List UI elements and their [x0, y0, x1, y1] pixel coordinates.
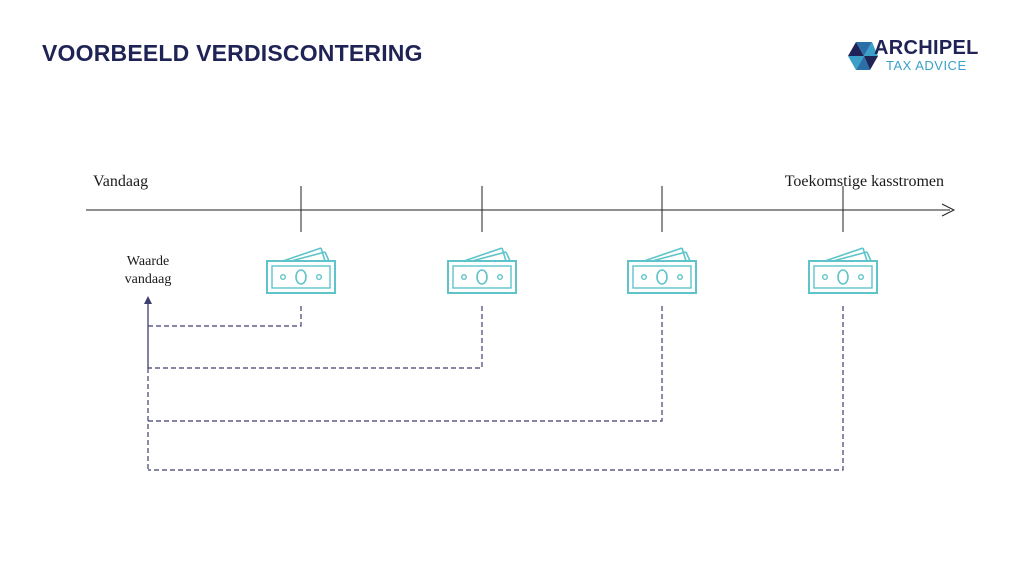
discount-path-1 [148, 306, 302, 327]
archipel-logo: ARCHIPEL TAX ADVICE [846, 36, 996, 80]
banknote-icon [266, 247, 336, 294]
banknote-icon [808, 247, 878, 294]
label-future-cash-flows: Toekomstige kasstromen [785, 173, 944, 190]
archipel-triangle-icon [848, 42, 878, 70]
label-present-value-line1: Waarde [127, 254, 169, 269]
discount-path-3 [148, 306, 663, 422]
discount-path-2 [148, 306, 483, 369]
label-today: Vandaag [93, 173, 148, 190]
banknote-icon [627, 247, 697, 294]
slide-title: VOORBEELD VERDISCONTERING [42, 40, 423, 66]
label-present-value-line2: vandaag [125, 272, 172, 287]
logo-name: ARCHIPEL [874, 37, 979, 59]
banknote-icon [447, 247, 517, 294]
timeline-arrowhead [941, 203, 956, 217]
logo-tagline: TAX ADVICE [886, 58, 967, 73]
discount-path-4 [148, 306, 844, 471]
present-value-arrowhead [144, 296, 152, 304]
